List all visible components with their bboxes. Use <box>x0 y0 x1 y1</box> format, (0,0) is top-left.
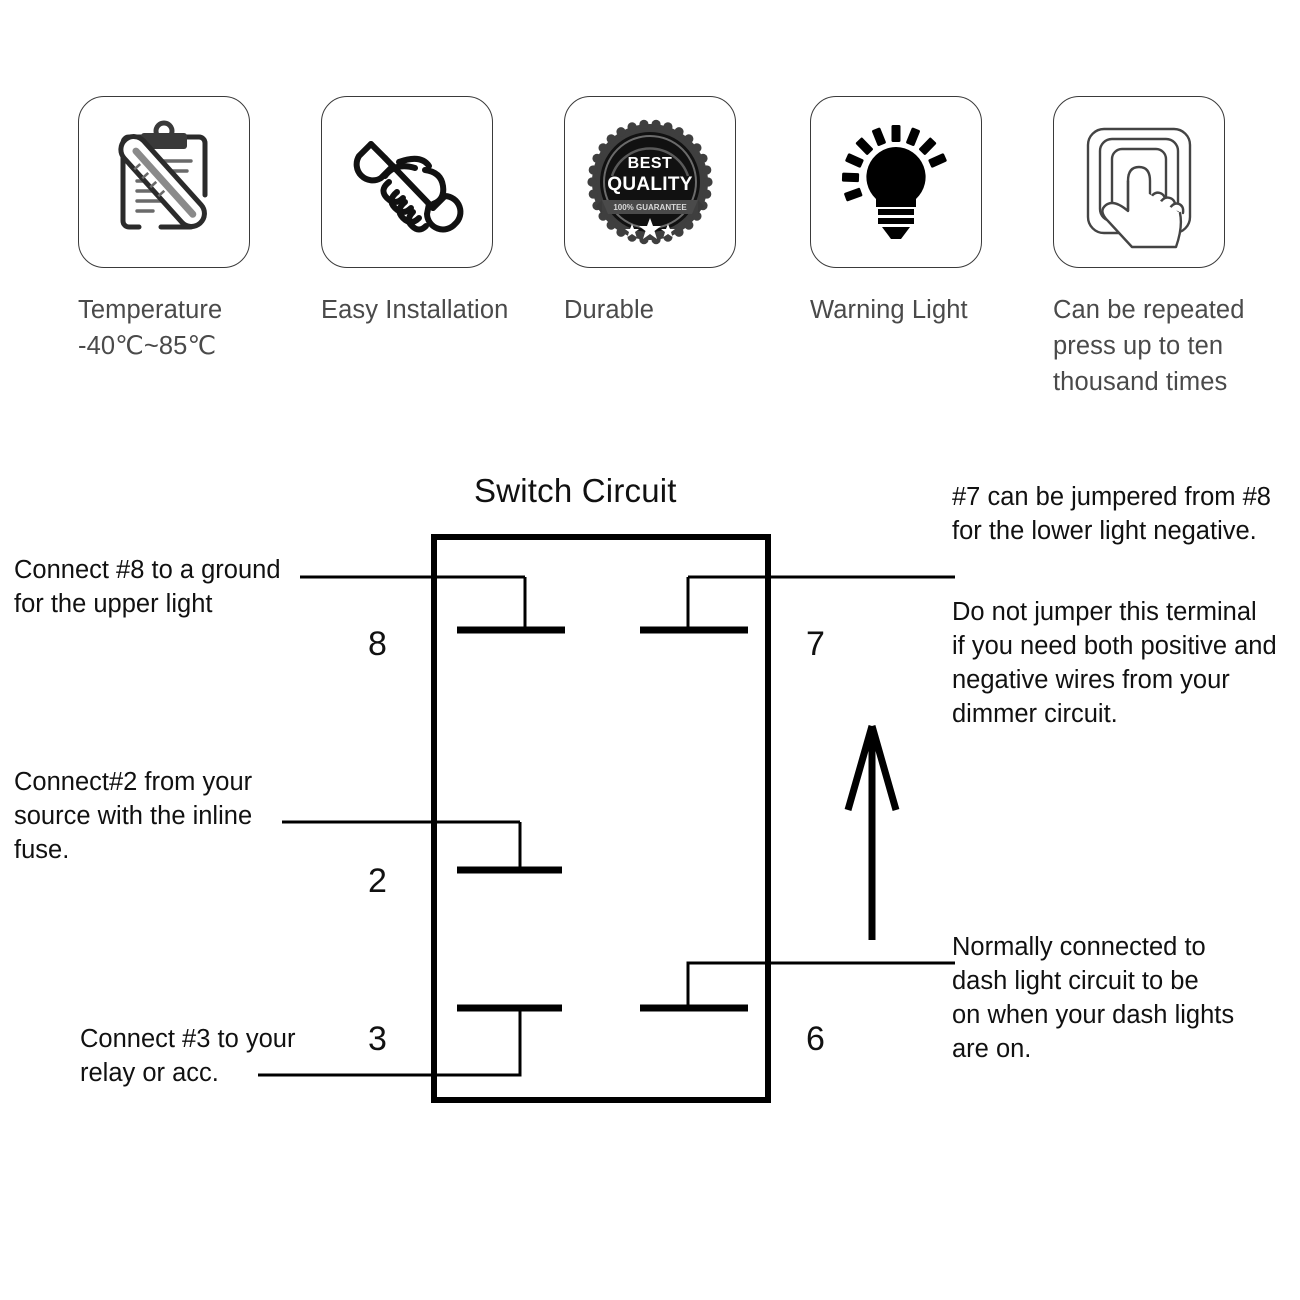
diagram-title: Switch Circuit <box>474 472 677 509</box>
annotation-right-top: #7 can be jumpered from #8 for the lower… <box>952 483 1271 545</box>
terminal-3-riser <box>258 1008 522 1077</box>
feature-tile <box>321 96 493 268</box>
terminal-number-6: 6 <box>806 1020 825 1058</box>
terminal-number-3: 3 <box>368 1020 387 1058</box>
badge-best-text: BEST <box>628 155 673 172</box>
terminal-number-2: 2 <box>368 862 387 900</box>
lightbulb-icon <box>841 125 947 239</box>
badge-quality-text: QUALITY <box>607 174 693 195</box>
clipboard-thermometer-icon <box>118 120 208 230</box>
annotation-left-top: Connect #8 to a ground for the upper lig… <box>14 556 281 618</box>
feature-tile <box>1053 96 1225 268</box>
finger-press-switch-icon <box>1086 127 1192 249</box>
feature-repeat-press: Can be repeated press up to ten thousand… <box>1053 96 1283 400</box>
annotation-left-bottom: Connect #3 to your relay or acc. <box>80 1025 296 1087</box>
annotation-left-middle: Connect#2 from your source with the inli… <box>14 768 253 864</box>
switch-body-outline <box>431 534 771 1103</box>
feature-caption: Can be repeated press up to ten thousand… <box>1053 296 1245 396</box>
feature-caption: Temperature -40℃~85℃ <box>78 296 223 360</box>
annotation-right-upper-mid: Do not jumper this terminal if you need … <box>952 598 1277 728</box>
terminal-number-7: 7 <box>806 625 825 663</box>
feature-temperature: Temperature -40℃~85℃ <box>78 96 308 364</box>
feature-warning-light: Warning Light <box>810 96 1040 328</box>
feature-caption: Easy Installation <box>321 296 509 324</box>
feature-durable: BEST QUALITY 100% GUARANTEE Durable <box>564 96 794 328</box>
up-arrow-indicator <box>844 725 900 940</box>
badge-ribbon-text: 100% GUARANTEE <box>613 203 687 212</box>
feature-tile <box>78 96 250 268</box>
switch-circuit-diagram: Switch Circuit 8 7 2 3 6 Connect #8 to a… <box>0 430 1300 1300</box>
circuit-svg <box>258 534 955 1103</box>
hand-wrench-icon <box>353 141 464 233</box>
terminal-6-riser <box>686 961 955 1008</box>
features-strip: Temperature -40℃~85℃ <box>0 0 1300 430</box>
feature-easy-installation: Easy Installation <box>321 96 551 328</box>
feature-caption: Durable <box>564 296 654 324</box>
annotation-right-bottom: Normally connected to dash light circuit… <box>952 933 1235 1063</box>
terminal-number-8: 8 <box>368 625 387 663</box>
feature-tile <box>810 96 982 268</box>
feature-caption: Warning Light <box>810 296 968 324</box>
feature-tile: BEST QUALITY 100% GUARANTEE <box>564 96 736 268</box>
best-quality-badge-icon: BEST QUALITY 100% GUARANTEE <box>587 119 713 245</box>
